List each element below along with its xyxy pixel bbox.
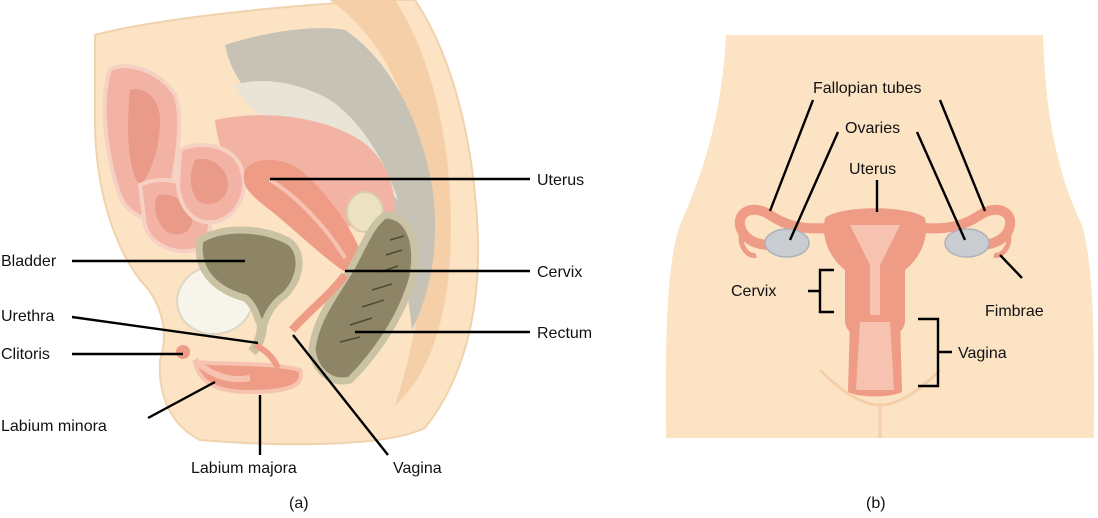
labium-minora xyxy=(192,357,251,382)
label-uterus-b: Uterus xyxy=(849,161,896,178)
leader-fimbrae xyxy=(999,254,1023,279)
label-labium-minora-a: Labium minora xyxy=(1,418,107,435)
label-fimbrae: Fimbrae xyxy=(985,303,1044,320)
uterine-cavity xyxy=(268,178,347,260)
label-fallopian-tubes: Fallopian tubes xyxy=(813,80,922,97)
fallopian-tube-left xyxy=(734,204,833,250)
label-cervix-a: Cervix xyxy=(537,264,582,281)
leader-fallopian-left xyxy=(768,99,815,212)
fimbrae-left xyxy=(738,231,757,258)
fimbrae-right xyxy=(993,231,1012,258)
leader-vagina-a xyxy=(292,334,389,456)
panel-b-labels: Fallopian tubes Ovaries Uterus Cervix Fi… xyxy=(731,80,1044,512)
leader-ovaries-right xyxy=(915,131,967,241)
caption-a: (a) xyxy=(289,495,309,512)
panel-b-leader-lines xyxy=(768,99,1023,388)
urethra xyxy=(248,324,267,356)
label-uterus-a: Uterus xyxy=(537,172,584,189)
panel-a-labels: Uterus Bladder Cervix Urethra Rectum Cli… xyxy=(1,172,592,512)
uterus xyxy=(243,159,362,273)
ovary-right xyxy=(944,228,990,258)
label-clitoris-a: Clitoris xyxy=(1,346,50,363)
label-labium-majora-a: Labium majora xyxy=(191,460,297,477)
label-rectum-a: Rectum xyxy=(537,325,592,342)
panel-a-leader-lines xyxy=(71,177,530,456)
groin-line xyxy=(818,368,942,407)
bladder xyxy=(195,226,303,341)
rectum-folds xyxy=(339,235,405,343)
fallopian-tube-right xyxy=(917,204,1016,250)
panel-b-frontal-diagram xyxy=(665,35,1095,438)
label-cervix-b: Cervix xyxy=(731,283,776,300)
leader-fallopian-right xyxy=(938,99,987,212)
bracket-cervix xyxy=(808,268,834,314)
intestine-loops xyxy=(102,64,246,254)
label-urethra-a: Urethra xyxy=(1,308,54,325)
label-vagina-a: Vagina xyxy=(393,460,442,477)
ovary-left xyxy=(764,228,810,258)
caption-b: (b) xyxy=(866,495,886,512)
leader-labium-minora-a xyxy=(147,380,216,420)
vagina-inner xyxy=(856,322,894,390)
leader-ovaries-left xyxy=(788,131,840,241)
rectum xyxy=(308,211,419,385)
uterine-cavity xyxy=(850,225,900,315)
panel-a-sagittal-diagram xyxy=(94,0,480,446)
leader-urethra-a xyxy=(71,315,259,345)
vulva-fold xyxy=(253,342,281,370)
vagina-canal xyxy=(289,272,349,333)
label-vagina-b: Vagina xyxy=(958,345,1007,362)
label-bladder-a: Bladder xyxy=(1,253,57,270)
label-ovaries: Ovaries xyxy=(845,120,900,137)
clitoris xyxy=(176,345,190,359)
bracket-vagina xyxy=(918,317,952,388)
